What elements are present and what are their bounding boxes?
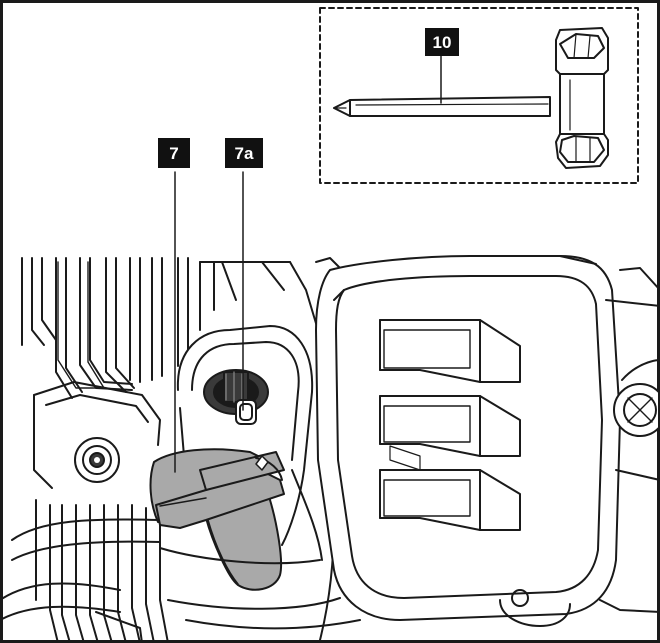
tool-inset <box>319 7 639 184</box>
callout-boot-box <box>158 138 190 168</box>
callout-tool: 10 <box>425 28 459 56</box>
callout-plug: 7a <box>225 138 263 168</box>
combination-tool-illustration <box>333 27 609 169</box>
callout-tool-box <box>425 28 459 56</box>
callout-plug-box <box>225 138 263 168</box>
upper-housing <box>199 257 341 331</box>
cylinder-fins <box>2 257 189 641</box>
callout-boot-label: 7 <box>169 144 178 163</box>
callout-tool-label: 10 <box>433 33 452 52</box>
air-filter-cover <box>315 255 658 627</box>
spark-plug-boot <box>149 448 285 591</box>
callout-plug-label: 7a <box>235 144 254 163</box>
inset-dashed-frame <box>319 7 639 184</box>
spark-plug <box>203 369 269 425</box>
cover-latch <box>379 319 521 531</box>
callout-boot: 7 <box>158 138 190 168</box>
